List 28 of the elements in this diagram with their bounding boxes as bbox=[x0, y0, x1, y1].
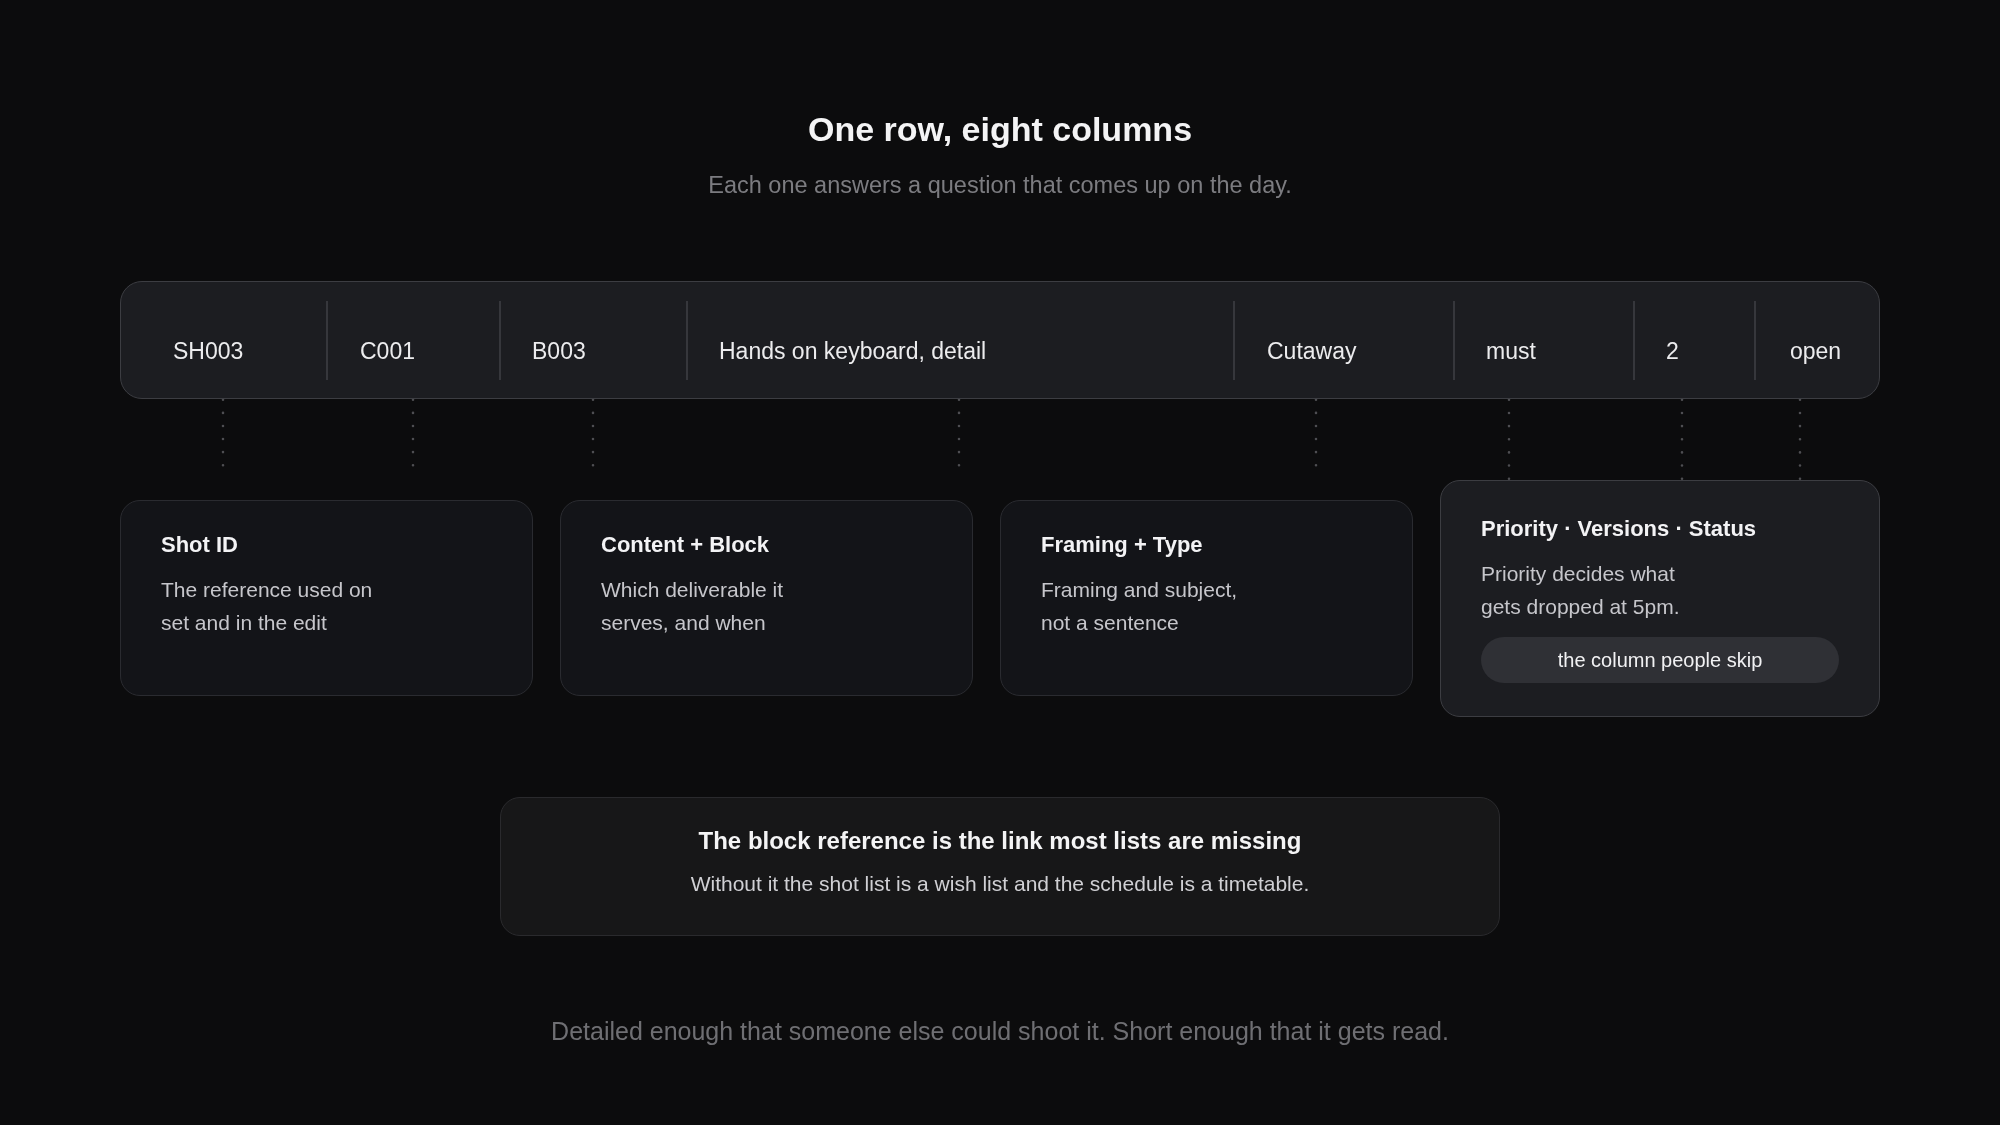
info-card bbox=[560, 500, 973, 696]
card-heading: Priority · Versions · Status bbox=[1481, 515, 1757, 543]
table-cell: B003 bbox=[499, 280, 686, 399]
title: One row, eight columns bbox=[807, 109, 1193, 150]
table-cell: open bbox=[1754, 280, 1878, 399]
info-card bbox=[1440, 480, 1880, 717]
subtitle: Each one answers a question that comes up on the day. bbox=[708, 171, 1292, 200]
caption: Detailed enough that someone else could shoot it. Short enough that it gets read. bbox=[551, 1016, 1449, 1047]
callout-text: Without it the shot list is a wish list and the schedule is a timetable. bbox=[690, 871, 1310, 897]
info-card bbox=[1000, 500, 1413, 696]
card-heading: Framing + Type bbox=[1041, 531, 1203, 559]
callout-box bbox=[500, 797, 1500, 936]
callout-heading: The block reference is the link most lists are missing bbox=[698, 826, 1302, 856]
card-text: Priority decides what gets dropped at 5pm. bbox=[1481, 561, 1681, 620]
table-row bbox=[120, 281, 1880, 399]
card-text: The reference used on set and in the edit bbox=[161, 577, 374, 636]
table-cell: C001 bbox=[326, 280, 499, 399]
table-cell: must bbox=[1453, 280, 1633, 399]
card-text: Which deliverable it serves, and when bbox=[601, 577, 785, 636]
card-heading: Content + Block bbox=[601, 531, 770, 559]
note-tag: the column people skip bbox=[1481, 637, 1839, 683]
card-text: Framing and subject, not a sentence bbox=[1041, 577, 1239, 636]
table-cell: Hands on keyboard, detail bbox=[686, 280, 1233, 399]
table-cell: 2 bbox=[1633, 280, 1754, 399]
table-cell: SH003 bbox=[121, 280, 326, 399]
card-heading: Shot ID bbox=[161, 531, 238, 559]
info-card bbox=[120, 500, 533, 696]
table-cell: Cutaway bbox=[1233, 280, 1453, 399]
